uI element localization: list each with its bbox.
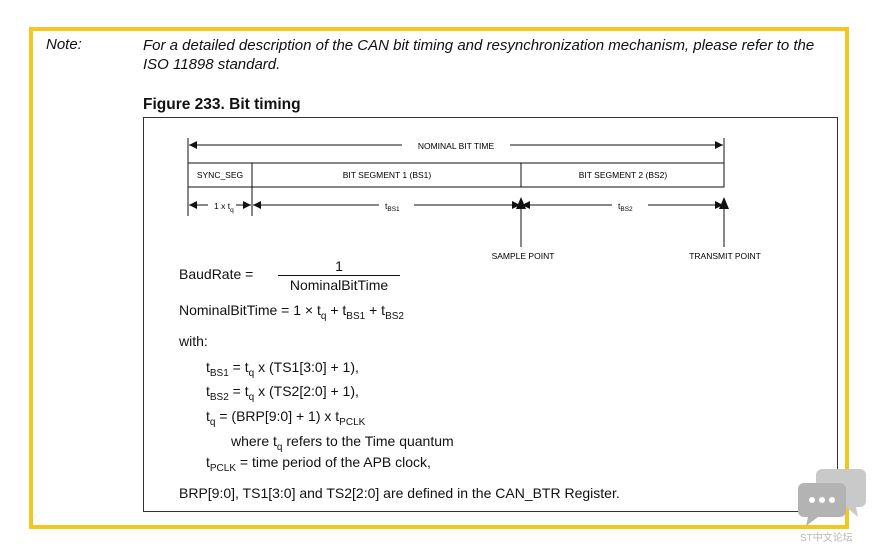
sync-seg-label: SYNC_SEG (197, 170, 243, 180)
sample-point-label: SAMPLE POINT (492, 251, 555, 261)
bs1-label: BIT SEGMENT 1 (BS1) (343, 170, 432, 180)
watermark-text: ST中文论坛 (800, 533, 853, 544)
chat-bubbles-icon (798, 469, 866, 526)
baudrate-denominator: NominalBitTime (289, 277, 389, 293)
tbs2-label: tBS2 (618, 201, 633, 213)
transmit-point-label: TRANSMIT POINT (689, 251, 761, 261)
with-label: with: (179, 333, 208, 349)
note-label: Note: (46, 36, 82, 53)
register-footnote: BRP[9:0], TS1[3:0] and TS2[2:0] are defi… (179, 485, 620, 501)
figure-box: NOMINAL BIT TIME SYNC_SEG BIT SEGMENT 1 … (143, 117, 838, 512)
baudrate-lhs: BaudRate = (179, 266, 254, 282)
tq-label: 1 x tq (214, 201, 234, 214)
tq-definition: where tq refers to the Time quantum (231, 433, 454, 453)
tbs1-label: tBS1 (385, 201, 400, 213)
bit-timing-diagram: NOMINAL BIT TIME SYNC_SEG BIT SEGMENT 1 … (187, 138, 761, 261)
tpclk-definition: tPCLK = time period of the APB clock, (206, 454, 431, 474)
nbt-label: NOMINAL BIT TIME (418, 141, 495, 151)
nominal-bit-time-formula: NominalBitTime = 1 × tq + tBS1 + tBS2 (179, 302, 404, 322)
baudrate-numerator: 1 (335, 258, 343, 274)
note-text: For a detailed description of the CAN bi… (143, 37, 815, 73)
segment-box (187, 162, 725, 188)
tbs2-formula: tBS2 = tq x (TS2[2:0] + 1), (206, 383, 359, 403)
sample-point-arrowhead (516, 197, 526, 209)
baudrate-fraction-bar (278, 275, 400, 276)
bs2-label: BIT SEGMENT 2 (BS2) (579, 170, 668, 180)
transmit-point-arrowhead (719, 197, 729, 209)
tq-formula: tq = (BRP[9:0] + 1) x tPCLK (206, 408, 366, 428)
tbs1-formula: tBS1 = tq x (TS1[3:0] + 1), (206, 359, 359, 379)
note-frame (29, 27, 849, 529)
figure-title: Figure 233. Bit timing (143, 96, 301, 113)
